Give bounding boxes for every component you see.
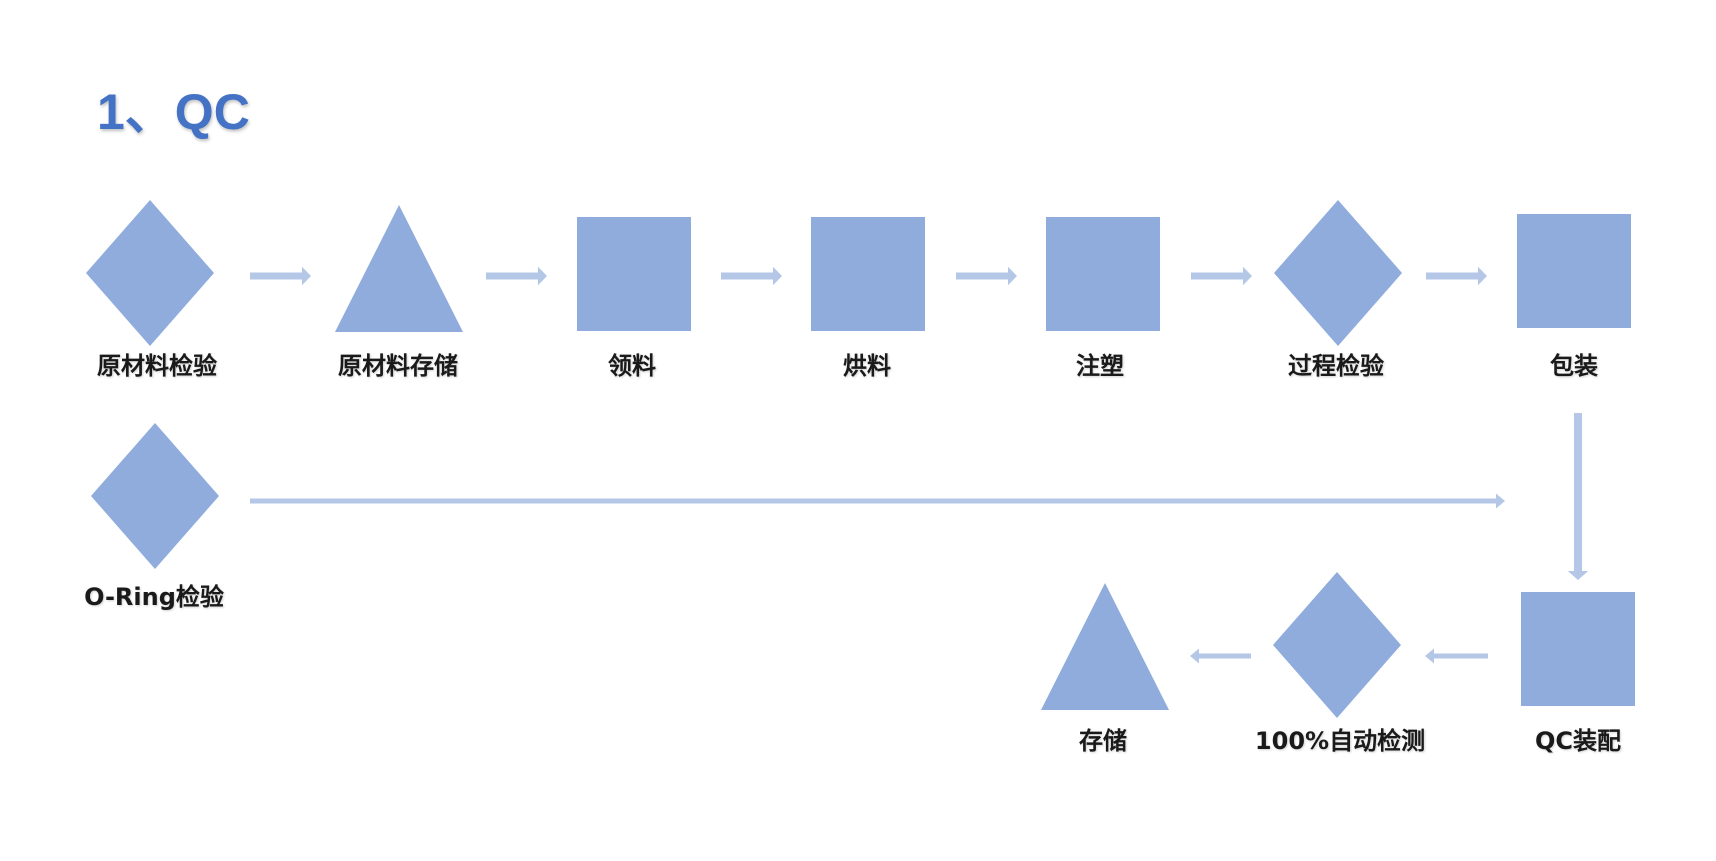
node-label-n6: 过程检验: [1288, 352, 1384, 380]
node-label-n9: QC装配: [1534, 727, 1622, 755]
arrow-head: [1243, 266, 1252, 286]
diamond-shape-n6: [1274, 200, 1402, 346]
diamond-shape-n8: [91, 423, 219, 569]
arrow-head: [538, 266, 547, 286]
arrow-n10-to-n11: [1190, 648, 1251, 664]
node-label-n4: 烘料: [843, 352, 891, 380]
shapes-layer: [86, 200, 1635, 718]
triangle-shape-n11: [1041, 583, 1169, 710]
node-label-n3: 领料: [608, 352, 656, 380]
arrow-n6-to-n7: [1426, 266, 1487, 286]
diamond-shape-n10: [1273, 572, 1401, 718]
arrow-n7-to-n9: [1567, 413, 1589, 580]
arrow-head: [1496, 493, 1505, 509]
arrow-n5-to-n6: [1191, 266, 1252, 286]
arrow-n8-to-n9: [250, 493, 1505, 509]
edges-layer: [250, 266, 1589, 664]
triangle-shape-n2: [335, 205, 463, 332]
arrow-head: [1567, 571, 1589, 580]
square-shape-n3: [577, 217, 691, 331]
arrow-head: [1425, 648, 1434, 664]
node-label-n5: 注塑: [1076, 352, 1124, 380]
arrow-head: [1008, 266, 1017, 286]
arrow-n4-to-n5: [956, 266, 1017, 286]
node-label-n7: 包装: [1550, 352, 1598, 380]
square-shape-n5: [1046, 217, 1160, 331]
arrow-n1-to-n2: [250, 266, 311, 286]
arrow-head: [1478, 266, 1487, 286]
node-label-n11: 存储: [1079, 727, 1127, 755]
square-shape-n4: [811, 217, 925, 331]
node-label-n1: 原材料检验: [97, 352, 217, 380]
arrow-head: [302, 266, 311, 286]
node-label-n10: 100%自动检测: [1254, 727, 1426, 755]
diamond-shape-n1: [86, 200, 214, 346]
node-label-n2: 原材料存储: [338, 352, 458, 380]
page-title: 1、QC: [97, 84, 250, 140]
arrow-head: [1190, 648, 1199, 664]
arrow-n9-to-n10: [1425, 648, 1488, 664]
arrow-n3-to-n4: [721, 266, 782, 286]
arrow-n2-to-n3: [486, 266, 547, 286]
arrow-head: [773, 266, 782, 286]
square-shape-n9: [1521, 592, 1635, 706]
node-label-n8: O-Ring检验: [84, 583, 224, 611]
square-shape-n7: [1517, 214, 1631, 328]
